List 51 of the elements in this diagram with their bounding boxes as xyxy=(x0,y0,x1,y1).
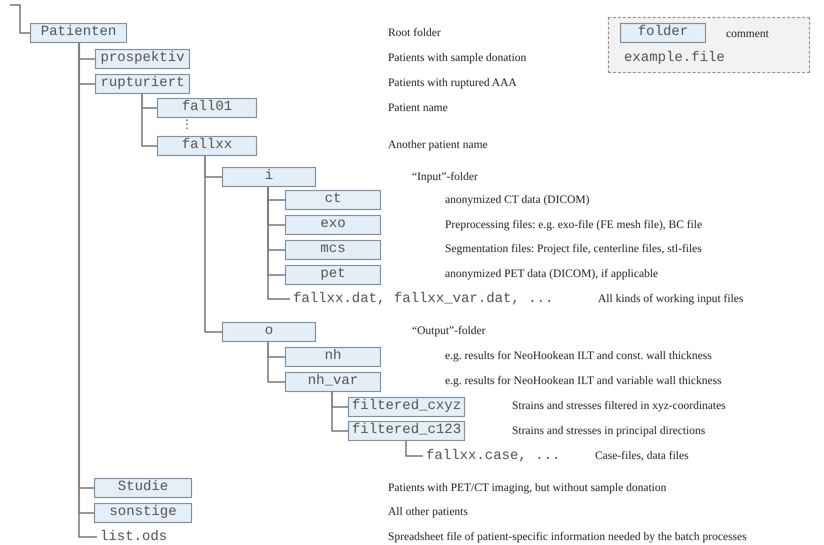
legend-comment-text: comment xyxy=(726,27,769,41)
folder-box: Studie xyxy=(94,478,192,498)
comment-text: Patients with sample donation xyxy=(388,51,526,65)
folder-box: nh xyxy=(285,347,381,367)
folder-box: nh_var xyxy=(285,372,381,392)
comment-text: “Input”-folder xyxy=(412,170,478,184)
folder-box: pet xyxy=(285,265,381,285)
folder-box: filtered_cxyz xyxy=(348,397,465,417)
comment-text: Strains and stresses in principal directions xyxy=(512,424,706,438)
folder-box: filtered_c123 xyxy=(348,421,465,441)
comment-text: Preprocessing files: e.g. exo-file (FE mesh file), BC file xyxy=(445,218,702,232)
legend-folder-box: folder xyxy=(620,23,706,43)
file-name: fallxx.dat, fallxx_var.dat, ... xyxy=(293,291,554,307)
comment-text: Patients with ruptured AAA xyxy=(388,76,517,90)
folder-box: Patienten xyxy=(30,23,127,43)
comment-text: Root folder xyxy=(388,26,441,40)
folder-box: prospektiv xyxy=(95,49,190,69)
comment-text: Patient name xyxy=(388,101,448,115)
folder-box: o xyxy=(222,322,316,342)
tree-line xyxy=(204,156,222,333)
folder-box: sonstige xyxy=(94,503,192,523)
comment-text: e.g. results for NeoHookean ILT and const. wall thickness xyxy=(445,349,712,363)
comment-text: anonymized CT data (DICOM) xyxy=(445,193,590,207)
folder-box: fallxx xyxy=(157,136,257,156)
folder-box: rupturiert xyxy=(95,74,190,94)
tree-line xyxy=(267,342,285,383)
comment-text: Strains and stresses filtered in xyz-coordinates xyxy=(512,399,726,413)
legend-file-name: example.file xyxy=(624,50,725,66)
folder-box: exo xyxy=(285,215,381,235)
ellipsis-mark: ⋮ xyxy=(181,117,193,133)
comment-text: All kinds of working input files xyxy=(598,292,744,306)
comment-text: All other patients xyxy=(388,505,468,519)
comment-text: Segmentation files: Project file, centerline files, stl-files xyxy=(445,242,702,256)
comment-text: Patients with PET/CT imaging, but without sample donation xyxy=(388,481,666,495)
comment-text: anonymized PET data (DICOM), if applicable xyxy=(445,267,658,281)
tree-line xyxy=(267,187,290,300)
folder-box: mcs xyxy=(285,240,381,260)
file-name: fallxx.case, ... xyxy=(426,448,560,464)
comment-text: Spreadsheet file of patient-specific information needed by the batch processes xyxy=(388,530,747,544)
tree-line xyxy=(141,94,157,147)
file-name: list.ods xyxy=(100,529,168,545)
comment-text: e.g. results for NeoHookean ILT and variable wall thickness xyxy=(445,374,722,388)
comment-text: “Output”-folder xyxy=(412,324,486,338)
folder-box: ct xyxy=(285,190,381,210)
tree-line xyxy=(10,4,30,34)
tree-line xyxy=(331,392,348,432)
comment-text: Another patient name xyxy=(388,138,488,152)
folder-box: fall01 xyxy=(157,98,257,118)
tree-line xyxy=(405,441,423,457)
comment-text: Case-files, data files xyxy=(595,449,689,463)
folder-box: i xyxy=(222,167,316,187)
